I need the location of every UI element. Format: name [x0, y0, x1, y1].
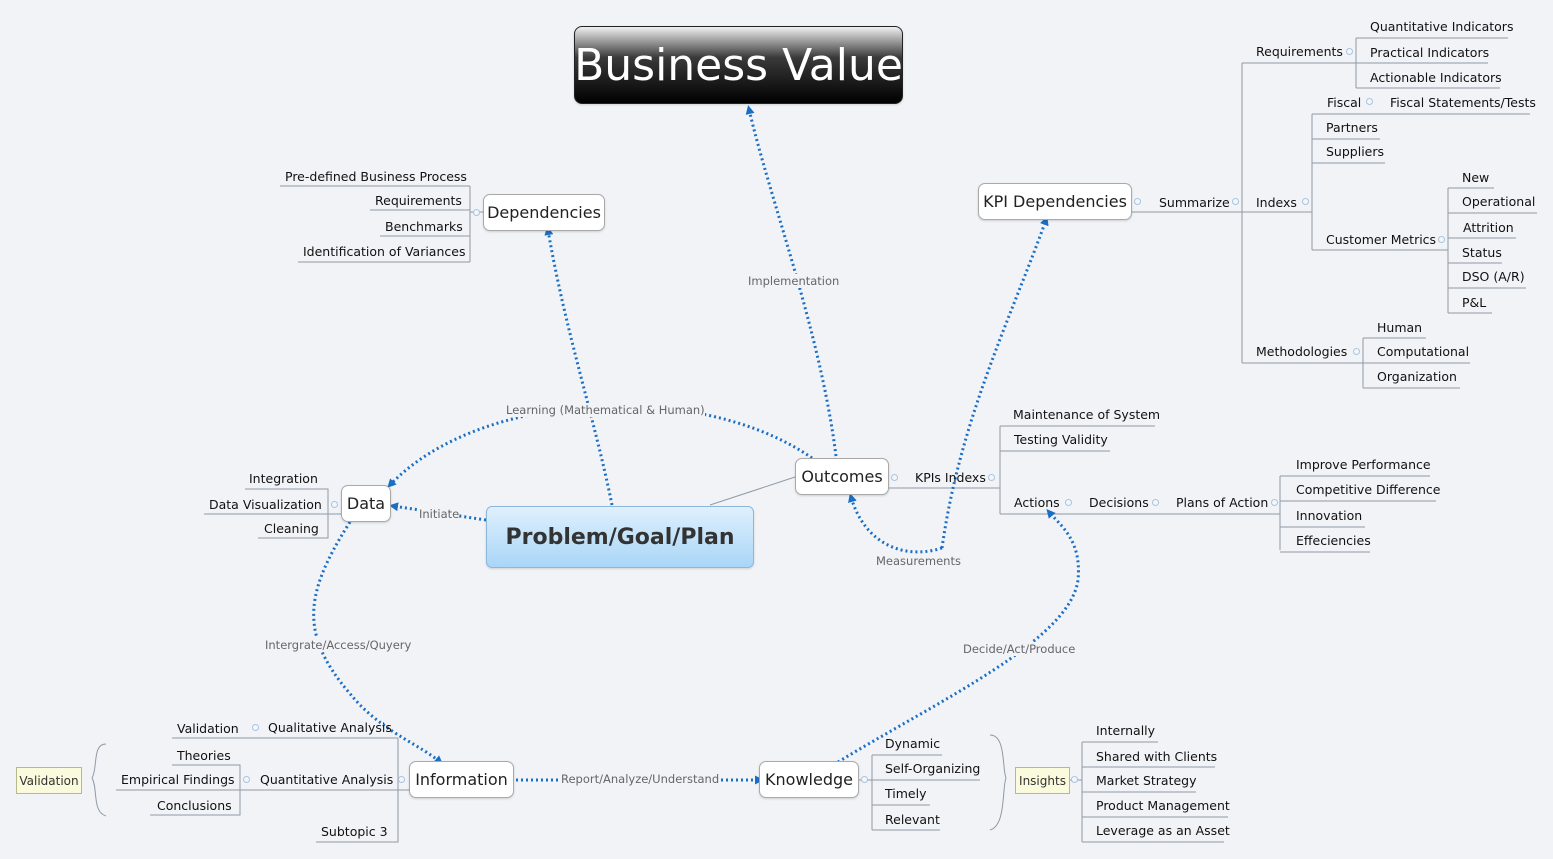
subtopic-theories[interactable]: Theories — [177, 748, 231, 763]
subtopic-quantitative-analysis[interactable]: Quantitative Analysis — [260, 772, 394, 787]
subtopic-identification-of-variances[interactable]: Identification of Variances — [303, 244, 466, 259]
subtopic-kpis-indexs[interactable]: KPIs Indexs — [915, 470, 986, 485]
relationship-label-integrate: Intergrate/Access/Quyery — [265, 638, 412, 652]
collapse-indexs-icon[interactable] — [1302, 198, 1309, 205]
subtopic-validation[interactable]: Validation — [177, 721, 239, 736]
subtopic-innovation[interactable]: Innovation — [1296, 508, 1363, 523]
collapse-actions-icon[interactable] — [1065, 499, 1072, 506]
summary-insights[interactable]: Insights — [1015, 767, 1070, 794]
subtopic-product-management[interactable]: Product Management — [1096, 798, 1230, 813]
subtopic-maintenance-of-system[interactable]: Maintenance of System — [1013, 407, 1161, 422]
collapse-decisions-icon[interactable] — [1152, 499, 1159, 506]
collapse-fiscal-icon[interactable] — [1366, 98, 1373, 105]
subtopic-computational[interactable]: Computational — [1377, 344, 1470, 359]
subtopic-timely[interactable]: Timely — [885, 786, 927, 801]
subtopic-leverage-as-an-asset[interactable]: Leverage as an Asset — [1096, 823, 1230, 838]
relationship-label-implementation: Implementation — [748, 274, 840, 288]
subtopic-summarize[interactable]: Summarize — [1159, 195, 1230, 210]
collapse-kpis-indexs-icon[interactable] — [988, 474, 995, 481]
subtopic-pl[interactable]: P&L — [1462, 295, 1487, 310]
subtopic-shared-with-clients[interactable]: Shared with Clients — [1096, 749, 1218, 764]
subtopic-dynamic[interactable]: Dynamic — [885, 736, 941, 751]
subtopic-testing-validity[interactable]: Testing Validity — [1014, 432, 1108, 447]
summary-validation[interactable]: Validation — [16, 767, 82, 794]
central-topic[interactable]: Problem/Goal/Plan — [486, 506, 754, 568]
subtopic-integration[interactable]: Integration — [249, 471, 318, 486]
collapse-requirements-icon[interactable] — [1346, 48, 1353, 55]
topic-information[interactable]: Information — [409, 761, 514, 798]
subtopic-practical-indicators[interactable]: Practical Indicators — [1370, 45, 1490, 60]
root-topic-business-value[interactable]: Business Value — [574, 26, 903, 104]
collapse-summarize-icon[interactable] — [1232, 198, 1239, 205]
collapse-qualitative-analysis-icon[interactable] — [252, 724, 259, 731]
relationship-label-decide: Decide/Act/Produce — [963, 642, 1076, 656]
collapse-knowledge-icon[interactable] — [861, 776, 868, 783]
subtopic-empirical-findings[interactable]: Empirical Findings — [121, 772, 235, 787]
collapse-information-icon[interactable] — [398, 776, 405, 783]
topic-dependencies[interactable]: Dependencies — [483, 194, 605, 231]
subtopic-effeciencies[interactable]: Effeciencies — [1296, 533, 1371, 548]
collapse-insights-icon[interactable] — [1071, 776, 1078, 783]
relationship-label-report: Report/Analyze/Understand — [561, 772, 720, 786]
subtopic-benchmarks[interactable]: Benchmarks — [385, 219, 463, 234]
subtopic-fiscal[interactable]: Fiscal — [1327, 95, 1362, 110]
subtopic-competitive-difference[interactable]: Competitive Difference — [1296, 482, 1441, 497]
topic-kpi-dependencies[interactable]: KPI Dependencies — [978, 183, 1132, 220]
subtopic-suppliers[interactable]: Suppliers — [1326, 144, 1385, 159]
subtopic-improve-performance[interactable]: Improve Performance — [1296, 457, 1431, 472]
topic-outcomes[interactable]: Outcomes — [795, 458, 889, 495]
subtopic-organization[interactable]: Organization — [1377, 369, 1457, 384]
subtopic-plans-of-action[interactable]: Plans of Action — [1176, 495, 1269, 510]
subtopic-qualitative-analysis[interactable]: Qualitative Analysis — [268, 720, 392, 735]
topic-data[interactable]: Data — [341, 485, 391, 522]
subtopic-indexs[interactable]: Indexs — [1256, 195, 1297, 210]
subtopic-methodologies[interactable]: Methodologies — [1256, 344, 1348, 359]
collapse-kpi-dependencies-icon[interactable] — [1134, 198, 1141, 205]
subtopic-relevant[interactable]: Relevant — [885, 812, 940, 827]
subtopic-internally[interactable]: Internally — [1096, 723, 1156, 738]
subtopic-attrition[interactable]: Attrition — [1463, 220, 1514, 235]
subtopic-conclusions[interactable]: Conclusions — [157, 798, 232, 813]
subtopic-human[interactable]: Human — [1377, 320, 1423, 335]
subtopic-partners[interactable]: Partners — [1326, 120, 1378, 135]
collapse-methodologies-icon[interactable] — [1353, 348, 1360, 355]
relationship-label-measurements: Measurements — [876, 554, 961, 568]
subtopic-data-visualization[interactable]: Data Visualization — [209, 497, 322, 512]
subtopic-new[interactable]: New — [1462, 170, 1490, 185]
collapse-quantitative-analysis-icon[interactable] — [243, 776, 250, 783]
subtopic-status[interactable]: Status — [1462, 245, 1502, 260]
collapse-plans-of-action-icon[interactable] — [1271, 499, 1278, 506]
subtopic-self-organizing[interactable]: Self-Organizing — [885, 761, 981, 776]
relationship-label-initiate: Initiate — [419, 507, 460, 521]
subtopic-actionable-indicators[interactable]: Actionable Indicators — [1370, 70, 1502, 85]
collapse-dependencies-icon[interactable] — [473, 209, 480, 216]
subtopic-market-strategy[interactable]: Market Strategy — [1096, 773, 1197, 788]
subtopic-actions[interactable]: Actions — [1014, 495, 1060, 510]
collapse-customer-metrics-icon[interactable] — [1438, 236, 1445, 243]
subtopic-requirements[interactable]: Requirements — [375, 193, 462, 208]
subtopic-kpi-requirements[interactable]: Requirements — [1256, 44, 1343, 59]
relationship-label-learning: Learning (Mathematical & Human) — [506, 403, 705, 417]
subtopic-dso[interactable]: DSO (A/R) — [1462, 269, 1525, 284]
collapse-data-icon[interactable] — [331, 501, 338, 508]
collapse-outcomes-icon[interactable] — [891, 474, 898, 481]
subtopic-decisions[interactable]: Decisions — [1089, 495, 1149, 510]
subtopic-customer-metrics[interactable]: Customer Metrics — [1326, 232, 1437, 247]
subtopic-subtopic-3[interactable]: Subtopic 3 — [321, 824, 388, 839]
subtopic-fiscal-statements-tests[interactable]: Fiscal Statements/Tests — [1390, 95, 1536, 110]
subtopic-quantitative-indicators[interactable]: Quantitative Indicators — [1370, 19, 1514, 34]
subtopic-cleaning[interactable]: Cleaning — [264, 521, 319, 536]
subtopic-predefined-business-process[interactable]: Pre-defined Business Process — [285, 169, 467, 184]
subtopic-operational[interactable]: Operational — [1462, 194, 1536, 209]
topic-knowledge[interactable]: Knowledge — [759, 761, 859, 798]
